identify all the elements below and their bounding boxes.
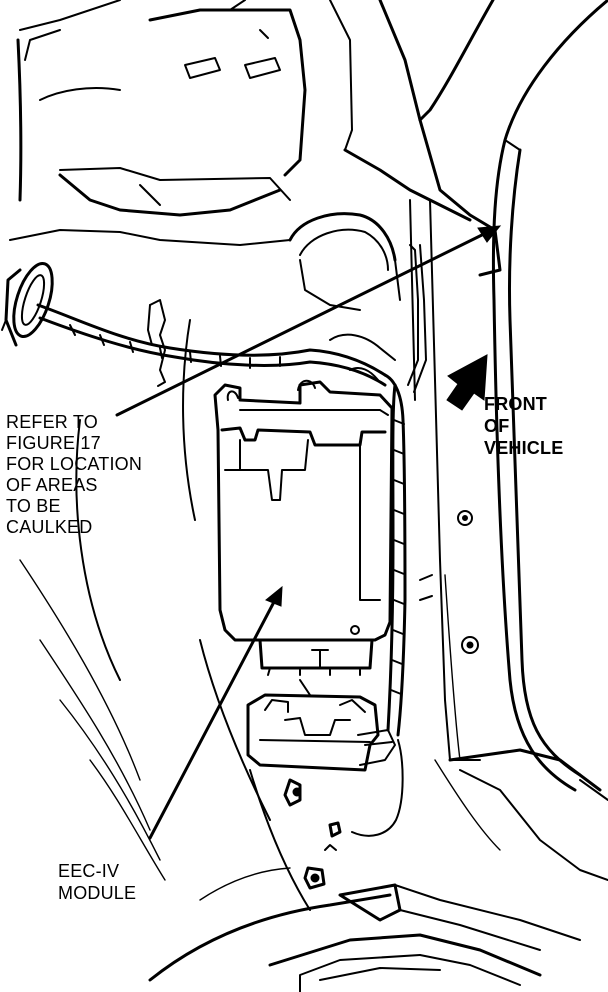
refer-leader <box>115 225 502 417</box>
refer-line-2: FIGURE 17 <box>6 433 101 453</box>
front-line-1: FRONT <box>484 394 547 414</box>
grommet <box>1 262 54 347</box>
front-line-2: OF <box>484 416 510 436</box>
fasteners <box>283 510 479 890</box>
refer-line-5: TO BE <box>6 496 61 516</box>
eec-iv-module <box>213 379 394 676</box>
module-leader <box>148 585 283 840</box>
module-line-2: MODULE <box>58 883 137 903</box>
refer-line-3: FOR LOCATION <box>6 454 143 474</box>
refer-line-6: CAULKED <box>6 517 93 537</box>
body-structure <box>329 0 608 881</box>
refer-to-figure-label: REFER TO FIGURE 17 FOR LOCATION OF AREAS… <box>6 412 142 538</box>
front-line-3: VEHICLE <box>484 438 564 458</box>
refer-line-4: OF AREAS <box>6 475 98 495</box>
floor-contours <box>19 319 581 992</box>
filled-arrow-icon <box>446 354 488 411</box>
bracket <box>147 299 166 387</box>
refer-line-1: REFER TO <box>6 412 98 432</box>
eec-iv-module-label: EEC-IV MODULE <box>58 860 136 904</box>
front-of-vehicle-label: FRONT OF VEHICLE <box>484 393 563 459</box>
module-line-1: EEC-IV <box>58 861 120 881</box>
wiring-harness <box>36 244 427 837</box>
module-connector <box>246 679 396 772</box>
dash-area <box>9 0 401 311</box>
